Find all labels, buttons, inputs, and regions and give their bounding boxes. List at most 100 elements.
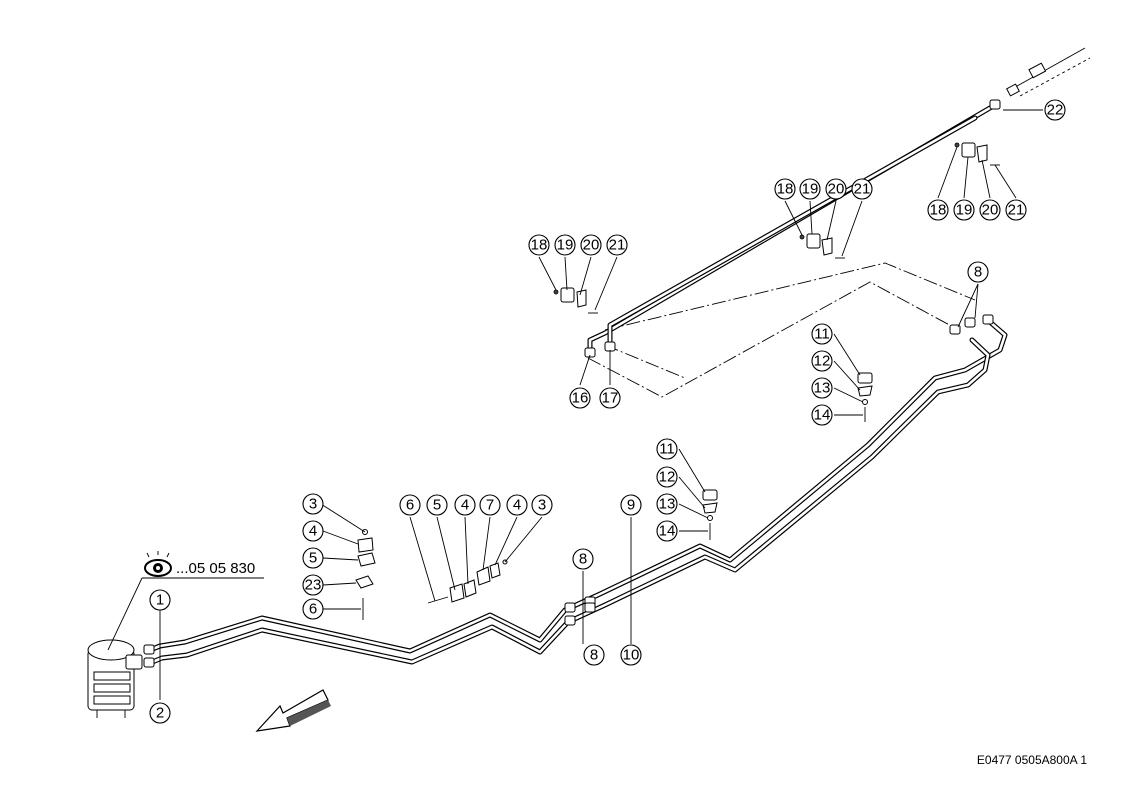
callout-22: 22	[1044, 99, 1066, 121]
callout-18: 18	[927, 199, 949, 221]
svg-text:22: 22	[1047, 102, 1064, 119]
routing-outline-link	[604, 344, 686, 379]
drawing-id: E0477 0505A800A 1	[976, 753, 1087, 767]
callout-21: 21	[851, 178, 873, 200]
callout-21: 21	[606, 234, 628, 256]
svg-text:19: 19	[802, 181, 819, 198]
svg-text:7: 7	[486, 497, 494, 514]
svg-text:23: 23	[305, 577, 322, 594]
svg-text:18: 18	[777, 181, 794, 198]
callout-3: 3	[302, 493, 324, 515]
reference-marker: ...05 05 830	[107, 551, 264, 651]
svg-text:6: 6	[309, 601, 317, 618]
clamp-parts-18-21-right	[954, 142, 1000, 166]
svg-text:18: 18	[930, 202, 947, 219]
callout-12: 12	[656, 466, 678, 488]
callout-1: 1	[149, 589, 171, 611]
callout-20: 20	[825, 178, 847, 200]
callout-19: 19	[953, 199, 975, 221]
callout-21: 21	[1005, 199, 1027, 221]
svg-text:2: 2	[156, 705, 164, 722]
callout-19: 19	[554, 234, 576, 256]
svg-text:21: 21	[609, 237, 626, 254]
svg-text:12: 12	[659, 469, 676, 486]
callout-8: 8	[583, 644, 605, 666]
svg-text:4: 4	[513, 497, 521, 514]
svg-text:19: 19	[557, 237, 574, 254]
clamp-parts-11-14-upper	[857, 372, 873, 422]
callout-4: 4	[506, 494, 528, 516]
svg-text:14: 14	[814, 407, 831, 424]
callout-4: 4	[454, 494, 476, 516]
svg-text:21: 21	[1008, 202, 1025, 219]
reference-text: ...05 05 830	[176, 560, 255, 577]
eye-icon	[144, 551, 172, 577]
routing-outline-lower	[587, 281, 956, 398]
leader-lines	[159, 109, 1043, 700]
callout-16: 16	[569, 387, 591, 409]
callout-13: 13	[656, 493, 678, 515]
svg-text:19: 19	[956, 202, 973, 219]
svg-text:4: 4	[461, 497, 469, 514]
clamp-parts-18-21-mid	[799, 233, 845, 259]
callout-11: 11	[656, 438, 678, 460]
svg-text:10: 10	[623, 647, 640, 664]
svg-text:5: 5	[433, 497, 441, 514]
callout-5: 5	[426, 494, 448, 516]
clamp-parts-11-14-lower	[702, 489, 718, 540]
callout-13: 13	[811, 377, 833, 399]
callout-8: 8	[967, 261, 989, 283]
callout-7: 7	[479, 494, 501, 516]
steering-unit	[87, 639, 143, 718]
svg-text:18: 18	[531, 237, 548, 254]
callout-6: 6	[399, 494, 421, 516]
svg-text:12: 12	[814, 353, 831, 370]
svg-text:13: 13	[659, 496, 676, 513]
pipe-lower-b	[147, 337, 991, 666]
callout-20: 20	[580, 234, 602, 256]
svg-text:8: 8	[579, 551, 587, 568]
callout-9: 9	[620, 494, 642, 516]
callout-3: 3	[531, 494, 553, 516]
svg-text:11: 11	[659, 441, 675, 458]
callout-18: 18	[528, 234, 550, 256]
pipe-lower-a	[147, 319, 1008, 654]
svg-text:8: 8	[974, 264, 982, 281]
pipe-upper-b	[607, 115, 978, 348]
callout-4: 4	[302, 520, 324, 542]
callout-17: 17	[599, 387, 621, 409]
svg-text:3: 3	[538, 497, 546, 514]
callout-2: 2	[149, 702, 171, 724]
svg-text:5: 5	[309, 550, 317, 567]
routing-outline	[604, 262, 976, 331]
callout-10: 10	[620, 644, 642, 666]
clamp-parts-18-21-left	[553, 287, 598, 314]
callout-14: 14	[811, 404, 833, 426]
callout-14: 14	[656, 520, 678, 542]
svg-text:17: 17	[602, 390, 619, 407]
callout-5: 5	[302, 547, 324, 569]
svg-text:20: 20	[982, 202, 999, 219]
callout-19: 19	[799, 178, 821, 200]
svg-text:4: 4	[309, 523, 317, 540]
callout-12: 12	[811, 350, 833, 372]
svg-text:21: 21	[854, 181, 871, 198]
callout-20: 20	[979, 199, 1001, 221]
svg-text:8: 8	[590, 647, 598, 664]
svg-text:3: 3	[309, 496, 317, 513]
svg-text:6: 6	[406, 497, 414, 514]
svg-text:20: 20	[828, 181, 845, 198]
callout-8: 8	[572, 548, 594, 570]
svg-text:16: 16	[572, 390, 589, 407]
direction-arrow	[255, 689, 331, 732]
callout-6: 6	[302, 598, 324, 620]
svg-text:20: 20	[583, 237, 600, 254]
pipe-continuation	[1006, 47, 1091, 97]
svg-text:9: 9	[627, 497, 635, 514]
callout-11: 11	[811, 323, 833, 345]
pipe-fittings	[143, 99, 1001, 668]
callout-18: 18	[774, 178, 796, 200]
svg-text:1: 1	[156, 592, 164, 609]
clamp-parts-left	[355, 529, 376, 620]
